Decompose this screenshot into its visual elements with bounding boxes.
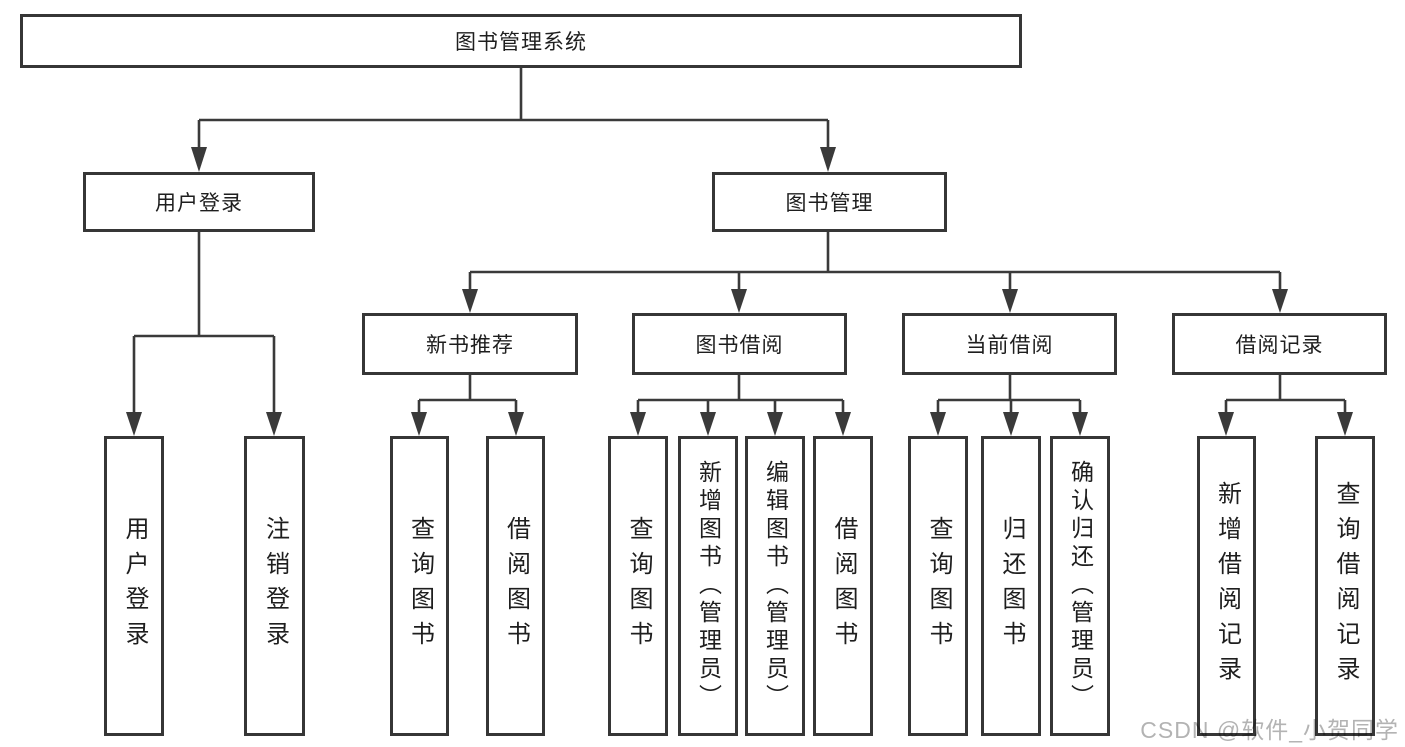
node-label: 归还图书	[998, 516, 1025, 656]
leaf-borrow-books-2: 借阅图书	[813, 436, 873, 736]
node-label: 当前借阅	[965, 334, 1054, 357]
leaf-query-books-2: 查询图书	[608, 436, 668, 736]
node-label: 图书管理	[785, 192, 874, 215]
leaf-add-books-admin: 新增图书（管理员）	[678, 436, 738, 736]
leaf-user-login: 用户登录	[104, 436, 164, 736]
node-user-login: 用户登录	[83, 172, 315, 232]
node-label: 图书管理系统	[455, 31, 587, 54]
node-label: 借阅图书	[502, 516, 530, 656]
node-label: 确认归还（管理员）	[1067, 460, 1094, 712]
leaf-confirm-return-admin: 确认归还（管理员）	[1050, 436, 1110, 736]
node-library-management-system: 图书管理系统	[20, 14, 1022, 68]
leaf-add-borrow-record: 新增借阅记录	[1197, 436, 1256, 736]
leaf-query-books-1: 查询图书	[390, 436, 449, 736]
leaf-return-books: 归还图书	[981, 436, 1041, 736]
node-label: 用户登录	[121, 516, 148, 656]
node-label: 查询图书	[625, 516, 652, 656]
leaf-query-borrow-record: 查询借阅记录	[1315, 436, 1375, 736]
node-label: 新增借阅记录	[1213, 481, 1241, 691]
node-label: 查询借阅记录	[1332, 481, 1359, 691]
arrowheads	[126, 147, 1353, 436]
node-current-borrowing: 当前借阅	[902, 313, 1117, 375]
node-label: 注销登录	[261, 516, 289, 656]
leaf-borrow-books-1: 借阅图书	[486, 436, 545, 736]
node-borrowing-records: 借阅记录	[1172, 313, 1387, 375]
node-label: 借阅记录	[1235, 334, 1324, 357]
node-new-book-recommend: 新书推荐	[362, 313, 578, 375]
node-label: 借阅图书	[830, 516, 857, 656]
leaf-logout: 注销登录	[244, 436, 305, 736]
leaf-edit-books-admin: 编辑图书（管理员）	[745, 436, 805, 736]
node-label: 图书借阅	[695, 334, 784, 357]
node-label: 编辑图书（管理员）	[762, 460, 789, 712]
node-label: 查询图书	[406, 516, 434, 656]
node-label: 查询图书	[925, 516, 952, 656]
node-label: 新增图书（管理员）	[695, 460, 722, 712]
node-book-management: 图书管理	[712, 172, 947, 232]
node-label: 新书推荐	[426, 334, 514, 357]
leaf-query-books-3: 查询图书	[908, 436, 968, 736]
node-label: 用户登录	[155, 192, 243, 215]
node-book-borrowing: 图书借阅	[632, 313, 847, 375]
